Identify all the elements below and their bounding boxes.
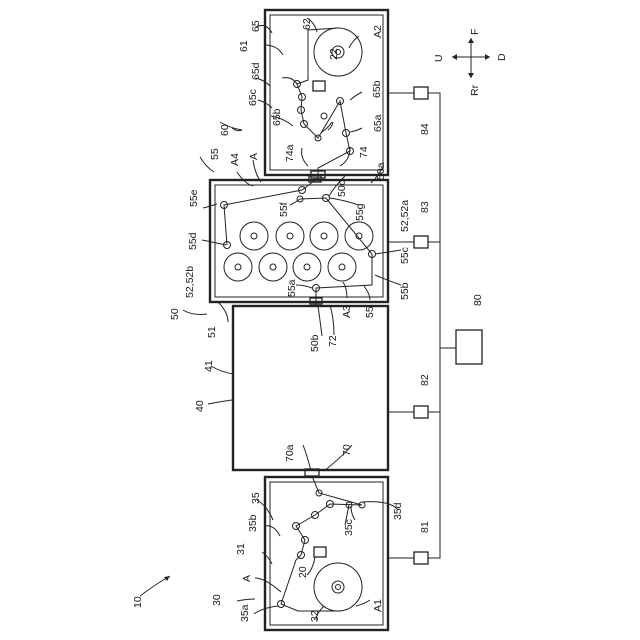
label-65a: 65a: [372, 114, 384, 132]
label-orient-u: U: [433, 54, 445, 62]
sensor-82: [414, 406, 428, 418]
label-32: 32: [309, 610, 321, 622]
label-81: 81: [419, 521, 431, 533]
label-31: 31: [235, 543, 247, 555]
label-35d: 35d: [392, 502, 404, 520]
sensor-22: [313, 81, 325, 91]
label-orient-d: D: [496, 53, 508, 61]
label-40: 40: [194, 400, 206, 412]
label-65: 65: [250, 20, 262, 32]
label-a3: A3: [341, 305, 353, 318]
label-52-52a: 52,52a: [399, 200, 411, 232]
label-60: 60: [219, 124, 231, 136]
label-65d: 65d: [250, 62, 262, 80]
unit-40-box: [233, 306, 388, 470]
label-35b: 35b: [247, 514, 259, 532]
sensor-81: [414, 552, 428, 564]
label-20: 20: [297, 566, 309, 578]
sensor-83: [414, 236, 428, 248]
label-83: 83: [419, 201, 431, 213]
label-35: 35: [250, 492, 262, 504]
label-61: 61: [238, 40, 250, 52]
unit-30-box: [265, 476, 388, 630]
label-orient-f: F: [469, 29, 481, 35]
controller-80: [456, 330, 482, 364]
label-52-52b: 52,52b: [184, 266, 196, 298]
label-50a: 50a: [375, 162, 387, 180]
label-80: 80: [472, 294, 484, 306]
label-50: 50: [169, 308, 181, 320]
sensor-20: [314, 547, 326, 557]
label-orient-rr: Rr: [469, 84, 481, 96]
label-70a: 70a: [284, 444, 296, 462]
label-55-top: 55: [209, 148, 221, 160]
label-84: 84: [419, 123, 431, 135]
label-fig-number: 10: [132, 596, 144, 608]
label-55g: 55g: [354, 203, 366, 221]
label-35c: 35c: [343, 519, 355, 536]
control-wiring: [388, 87, 482, 564]
label-55-bottom: 55: [364, 306, 376, 318]
label-a4: A4: [229, 153, 241, 166]
label-65c: 65c: [247, 89, 259, 106]
label-65b-top: 65b: [371, 80, 383, 98]
label-55d: 55d: [187, 232, 199, 250]
sensor-84: [414, 87, 428, 99]
label-35a: 35a: [239, 604, 251, 622]
label-72: 72: [327, 335, 339, 347]
label-50c: 50c: [336, 180, 348, 197]
label-22: 22: [328, 48, 340, 60]
label-55a: 55a: [286, 279, 298, 297]
label-70: 70: [341, 444, 353, 456]
label-50b: 50b: [309, 334, 321, 352]
label-a1: A1: [372, 599, 384, 612]
orientation-arrows: [452, 38, 490, 78]
label-55f: 55f: [278, 202, 290, 217]
label-82: 82: [419, 374, 431, 386]
label-62: 62: [301, 18, 313, 30]
label-41: 41: [203, 360, 215, 372]
label-55c: 55c: [399, 247, 411, 264]
label-65b-left: 65b: [271, 108, 283, 126]
unit-50-box: [210, 176, 388, 306]
label-74: 74: [358, 146, 370, 158]
label-a-top: A: [248, 153, 260, 160]
label-a2: A2: [372, 25, 384, 38]
label-74a: 74a: [284, 144, 296, 162]
label-55b: 55b: [399, 282, 411, 300]
label-55e: 55e: [188, 189, 200, 207]
label-51: 51: [206, 326, 218, 338]
label-30: 30: [211, 594, 223, 606]
label-a-bottom: A: [241, 575, 253, 582]
